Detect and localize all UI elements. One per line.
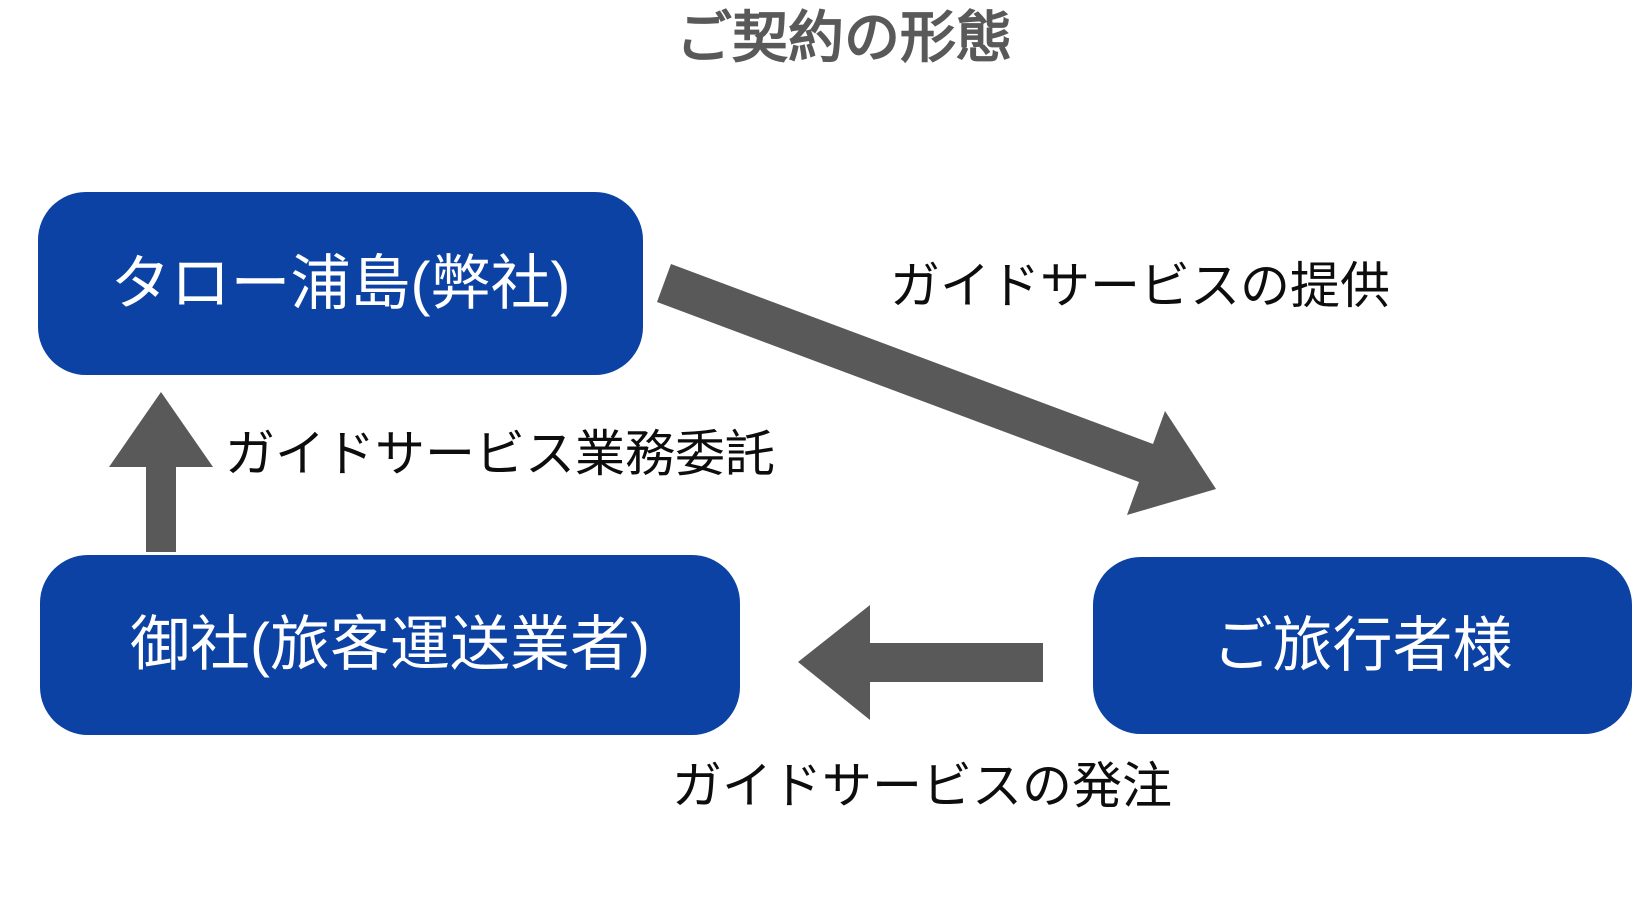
arrow-order-icon [798, 605, 1043, 720]
diagram-title: ご契約の形態 [676, 6, 1012, 69]
node-traveler: ご旅行者様 [1093, 557, 1632, 734]
node-client-label: 御社(旅客運送業者) [130, 611, 650, 678]
arrow-label-outsource: ガイドサービス業務委託 [225, 426, 775, 482]
node-client: 御社(旅客運送業者) [40, 555, 740, 735]
arrow-label-provide: ガイドサービスの提供 [890, 258, 1390, 314]
arrow-outsource-icon [109, 392, 213, 552]
node-company: タロー浦島(弊社) [38, 192, 643, 375]
node-traveler-label: ご旅行者様 [1212, 611, 1513, 679]
node-company-label: タロー浦島(弊社) [110, 249, 571, 317]
arrow-label-order: ガイドサービスの発注 [672, 758, 1172, 814]
